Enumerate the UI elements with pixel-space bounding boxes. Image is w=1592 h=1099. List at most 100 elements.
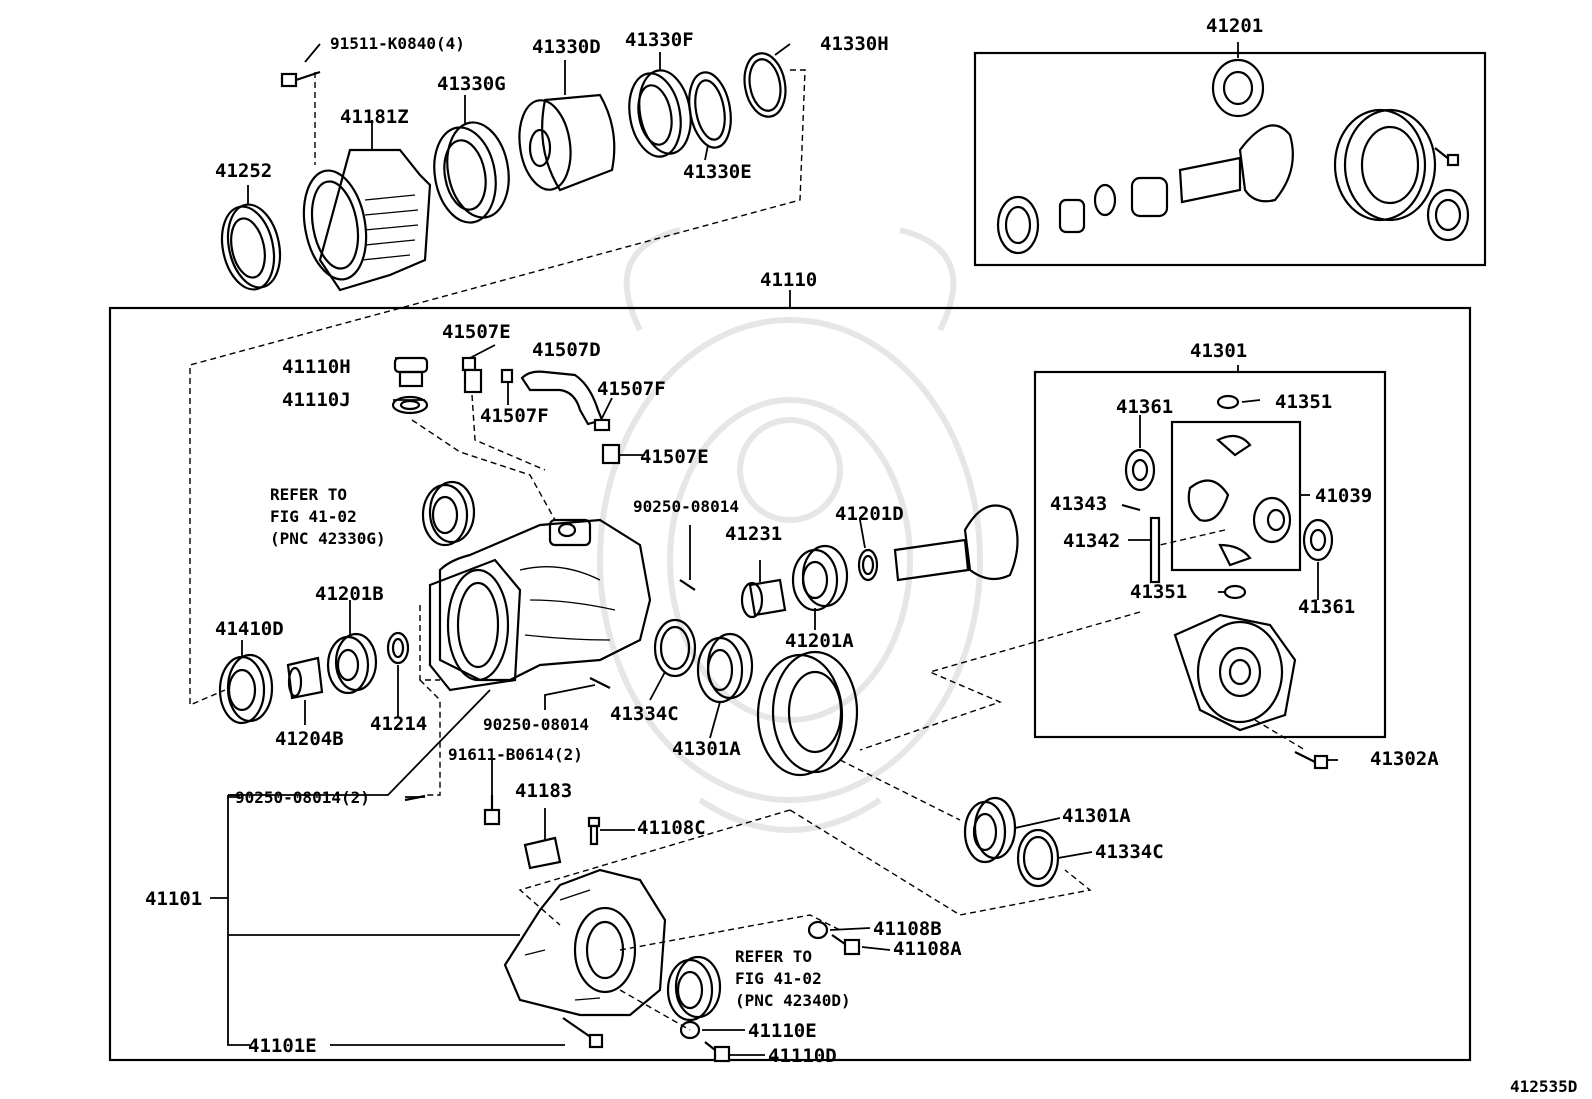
label-41039: 41039 <box>1315 485 1372 507</box>
label-41361-bottom: 41361 <box>1298 596 1355 618</box>
label-41301A-b: 41301A <box>1062 805 1131 827</box>
guide-line <box>789 809 1092 916</box>
label-41330G: 41330G <box>437 73 506 95</box>
part-41110-carrier-housing <box>428 518 652 692</box>
part-41201A-bearing <box>791 544 849 612</box>
bracket-41101 <box>227 794 520 1046</box>
part-41361-washer <box>1124 448 1334 562</box>
part-41330F-bearing <box>628 69 692 158</box>
label-41214: 41214 <box>370 713 427 735</box>
label-41108C: 41108C <box>637 817 706 839</box>
label-41201B: 41201B <box>315 583 384 605</box>
part-41110-plugs-lower <box>679 1020 731 1063</box>
guide-line <box>471 394 546 471</box>
label-41330F: 41330F <box>625 29 694 51</box>
label-41101E: 41101E <box>248 1035 317 1057</box>
label-41301: 41301 <box>1190 340 1247 362</box>
part-41110H-plug <box>393 356 429 388</box>
assembly-41201-frame <box>973 51 1487 267</box>
label-41252: 41252 <box>215 160 272 182</box>
part-41330D-clutch-hub <box>518 93 616 192</box>
label-41507F-left: 41507F <box>480 405 549 427</box>
part-41334C-shim <box>653 618 697 678</box>
part-41342-shaft <box>1149 516 1161 584</box>
label-41110H: 41110H <box>282 356 351 378</box>
part-41204B-nut <box>286 656 324 700</box>
part-41330G-bearing <box>433 121 510 224</box>
label-41330H: 41330H <box>820 33 889 55</box>
part-41343-pin <box>1121 503 1141 512</box>
part-41302A-bolt <box>1294 751 1329 770</box>
label-41334C-b: 41334C <box>1095 841 1164 863</box>
part-41214-spacer <box>386 631 410 665</box>
part-41201B-bearing <box>326 632 378 695</box>
part-41330H-shim <box>743 52 787 118</box>
label-41201A: 41201A <box>785 630 854 652</box>
part-42330G-reference <box>421 480 476 547</box>
guide-line <box>518 809 791 926</box>
part-42340D-reference <box>666 955 722 1022</box>
label-91511-K0840: 91511-K0840(4) <box>330 34 465 53</box>
part-41201-pinion-set <box>996 58 1470 255</box>
label-41410D: 41410D <box>215 618 284 640</box>
part-41201D-spacer <box>857 548 879 582</box>
label-41343: 41343 <box>1050 493 1107 515</box>
part-41183-plate <box>523 836 562 870</box>
label-90250-08014-a: 90250-08014 <box>633 497 739 516</box>
refer-note-upper: REFER TO FIG 41-02 (PNC 42330G) <box>270 485 386 548</box>
guide-line <box>1254 719 1306 751</box>
refer-note-line: FIG 41-02 <box>270 507 357 526</box>
part-41181Z-extension-housing <box>302 148 432 292</box>
refer-note-line: REFER TO <box>270 485 347 504</box>
label-90250-08014-b: 90250-08014 <box>483 715 589 734</box>
part-91511-bolt <box>280 70 321 88</box>
label-41181Z: 41181Z <box>340 106 409 128</box>
refer-note-line: (PNC 42330G) <box>270 529 386 548</box>
part-41330E-ring <box>688 71 732 149</box>
part-41334C-shim-right <box>1016 828 1060 888</box>
label-41330D: 41330D <box>532 36 601 58</box>
label-41110E: 41110E <box>748 1020 817 1042</box>
assembly-41301-frame <box>1033 370 1387 739</box>
part-41110J-gasket <box>391 395 429 415</box>
label-41201D: 41201D <box>835 503 904 525</box>
guide-line <box>619 989 691 1031</box>
leader-lines <box>241 43 1338 1056</box>
label-41351-top: 41351 <box>1275 391 1332 413</box>
label-41507D: 41507D <box>532 339 601 361</box>
assembly-41039-frame <box>1170 420 1302 572</box>
watermark-emblem <box>597 227 983 833</box>
label-41330E: 41330E <box>683 161 752 183</box>
label-41507F-right: 41507F <box>597 378 666 400</box>
refer-note-lower: REFER TO FIG 41-02 (PNC 42340D) <box>735 947 851 1010</box>
label-41204B: 41204B <box>275 728 344 750</box>
label-41108B: 41108B <box>873 918 942 940</box>
label-41108A: 41108A <box>893 938 962 960</box>
guide-line <box>189 69 806 707</box>
guide-line <box>619 914 841 951</box>
guide-line <box>859 611 1141 751</box>
part-ring-gear <box>756 650 859 777</box>
label-41101: 41101 <box>145 888 202 910</box>
label-41110J: 41110J <box>282 389 351 411</box>
guide-line <box>411 419 556 521</box>
label-41110: 41110 <box>760 269 817 291</box>
refer-note-line: FIG 41-02 <box>735 969 822 988</box>
part-41231-spacer <box>740 578 787 619</box>
part-41410D-seal <box>218 653 274 725</box>
part-41301-diff-case <box>1173 613 1297 732</box>
label-41507E-bottom: 41507E <box>640 446 709 468</box>
label-41183: 41183 <box>515 780 572 802</box>
guide-line <box>1159 529 1226 546</box>
figure-code: 412535D <box>1510 1077 1577 1096</box>
label-41507E-top: 41507E <box>442 321 511 343</box>
label-41342: 41342 <box>1063 530 1120 552</box>
part-41252-seal <box>220 203 282 291</box>
part-91611-bolt <box>483 795 501 826</box>
part-41101-carrier-cover <box>503 868 667 1017</box>
label-41302A: 41302A <box>1370 748 1439 770</box>
label-41351-bottom: 41351 <box>1130 581 1187 603</box>
part-41101E-bolt <box>562 1017 604 1049</box>
label-41361-top: 41361 <box>1116 396 1173 418</box>
